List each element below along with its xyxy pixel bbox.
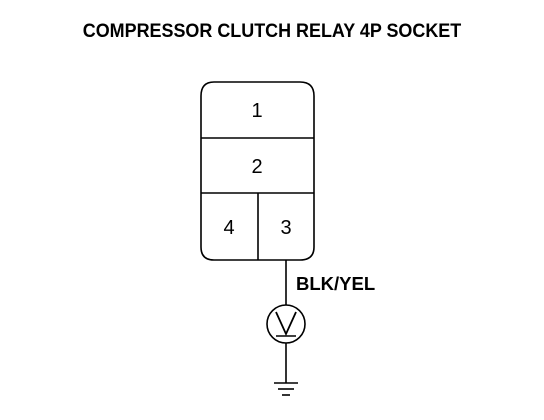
relay-socket xyxy=(200,81,315,261)
pin-3-label: 3 xyxy=(280,217,291,239)
wire-color-label: BLK/YEL xyxy=(296,273,375,294)
ground-icon xyxy=(274,382,298,396)
diagram-title: COMPRESSOR CLUTCH RELAY 4P SOCKET xyxy=(82,20,462,42)
pin-1-label: 1 xyxy=(251,100,262,122)
pin-4-label: 4 xyxy=(223,217,234,239)
socket-outline xyxy=(200,81,315,261)
pin-2-label: 2 xyxy=(251,156,262,178)
voltmeter-icon xyxy=(266,304,306,344)
